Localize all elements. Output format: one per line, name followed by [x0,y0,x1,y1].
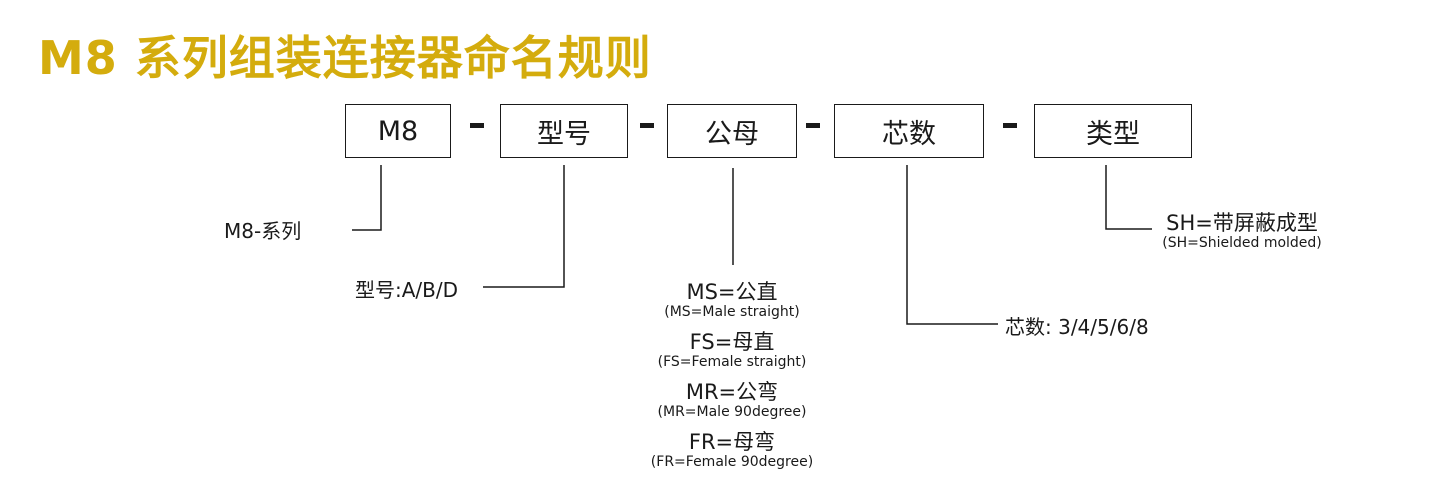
connector-type [1105,165,1152,230]
connector-series [352,165,382,231]
box-pins: 芯数 [834,104,984,158]
separator-dash [806,123,820,128]
separator-dash [640,123,654,128]
gender-code-fr: FR=母弯 [688,430,776,454]
gender-en-mr: (MR=Male 90degree) [657,404,807,420]
box-series: M8 [345,104,451,158]
type-en: (SH=Shielded molded) [1162,235,1322,251]
box-gender-label: 公母 [705,118,759,150]
model-description: 型号:A/B/D [355,278,459,302]
gender-en-fs: (FS=Female straight) [657,354,807,370]
box-type-label: 类型 [1086,118,1140,150]
box-type: 类型 [1034,104,1192,158]
pins-description: 芯数: 3/4/5/6/8 [1005,315,1149,339]
box-model-label: 型号 [537,118,591,150]
gender-code-fs: FS=母直 [689,330,775,354]
page-title: M8 系列组装连接器命名规则 [38,31,652,85]
type-code: SH=带屏蔽成型 [1166,211,1318,235]
box-gender: 公母 [667,104,797,158]
separator-dash [470,123,484,128]
connector-pins [906,165,998,325]
gender-code-mr: MR=公弯 [685,380,779,404]
gender-code-ms: MS=公直 [686,280,778,304]
gender-en-fr: (FR=Female 90degree) [650,454,814,470]
separator-dash [1003,123,1017,128]
connector-model [483,165,565,288]
box-pins-label: 芯数 [882,118,936,150]
box-series-label: M8 [377,115,419,147]
box-model: 型号 [500,104,628,158]
series-description: M8-系列 [224,219,302,243]
gender-en-ms: (MS=Male straight) [664,304,800,320]
